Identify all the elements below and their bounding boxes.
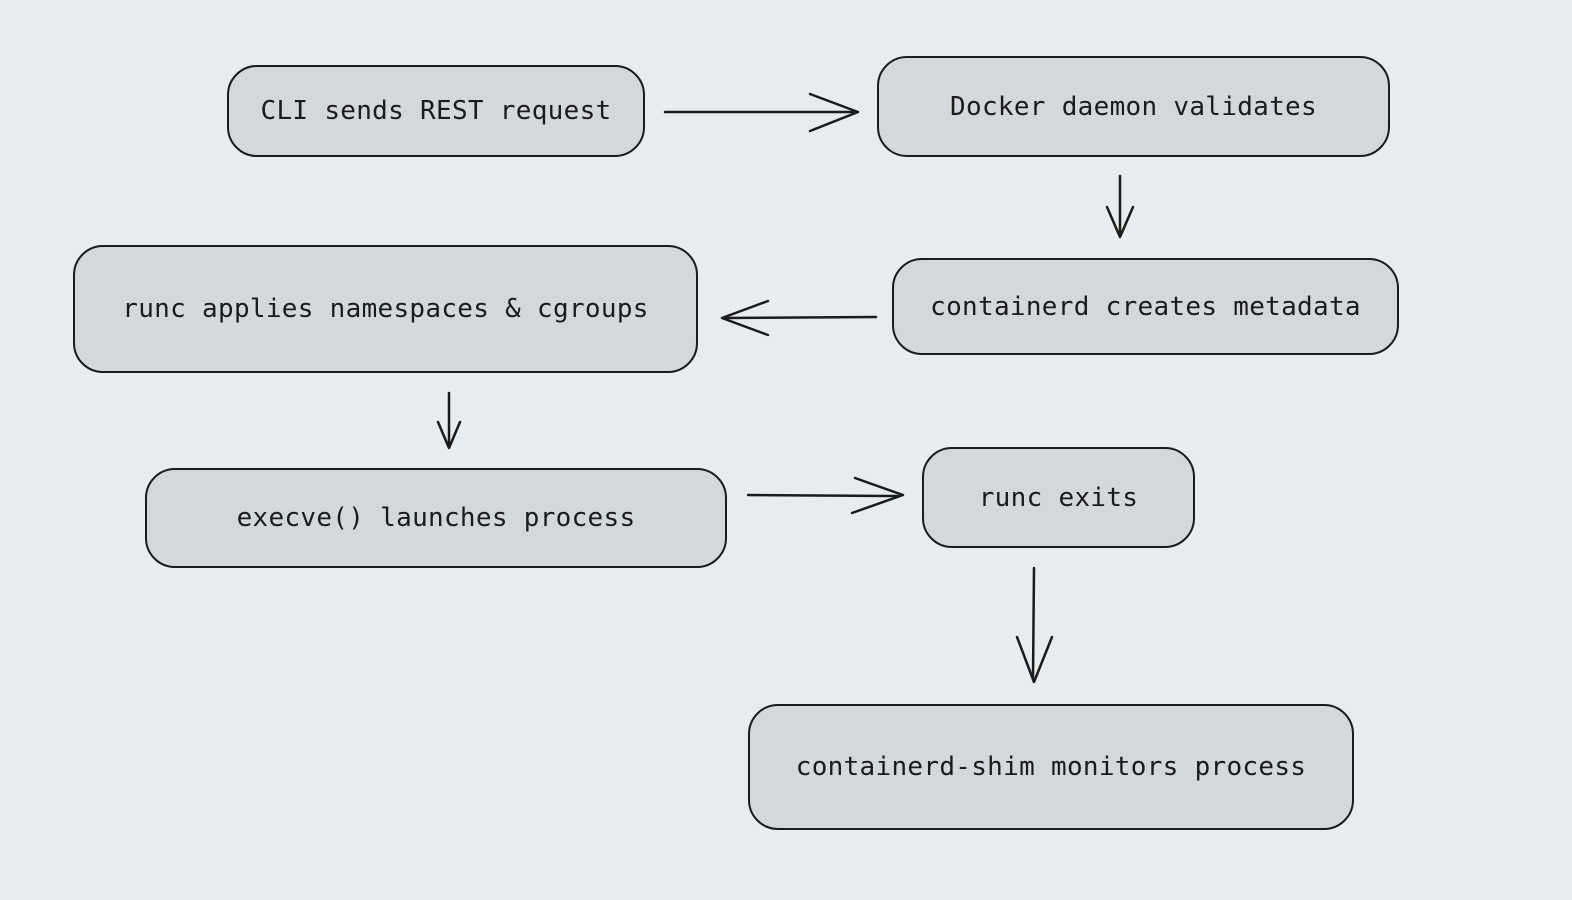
arrow-runc-exits-to-shim <box>1015 566 1054 684</box>
arrow-execve-to-runc-exits <box>746 476 905 515</box>
node-label: runc exits <box>978 482 1139 513</box>
arrow-cli-to-daemon <box>663 92 860 133</box>
node-containerd-creates-metadata: containerd creates metadata <box>892 258 1399 355</box>
node-label: CLI sends REST request <box>260 96 612 126</box>
node-runc-exits: runc exits <box>922 447 1195 548</box>
node-label: execve() launches process <box>236 503 636 533</box>
arrow-runc-apply-to-execve <box>436 391 462 450</box>
node-runc-applies-namespaces-cgroups: runc applies namespaces & cgroups <box>73 245 698 373</box>
node-cli-sends-rest-request: CLI sends REST request <box>227 65 645 157</box>
node-label: containerd-shim monitors process <box>795 752 1307 782</box>
node-docker-daemon-validates: Docker daemon validates <box>877 56 1390 157</box>
node-containerd-shim-monitors-process: containerd-shim monitors process <box>748 704 1354 830</box>
arrow-daemon-to-containerd <box>1105 174 1135 239</box>
node-label: containerd creates metadata <box>930 291 1361 322</box>
node-label: Docker daemon validates <box>950 91 1317 122</box>
node-label: runc applies namespaces & cgroups <box>122 294 649 324</box>
arrow-containerd-to-runc-apply <box>720 299 878 337</box>
node-execve-launches-process: execve() launches process <box>145 468 727 568</box>
